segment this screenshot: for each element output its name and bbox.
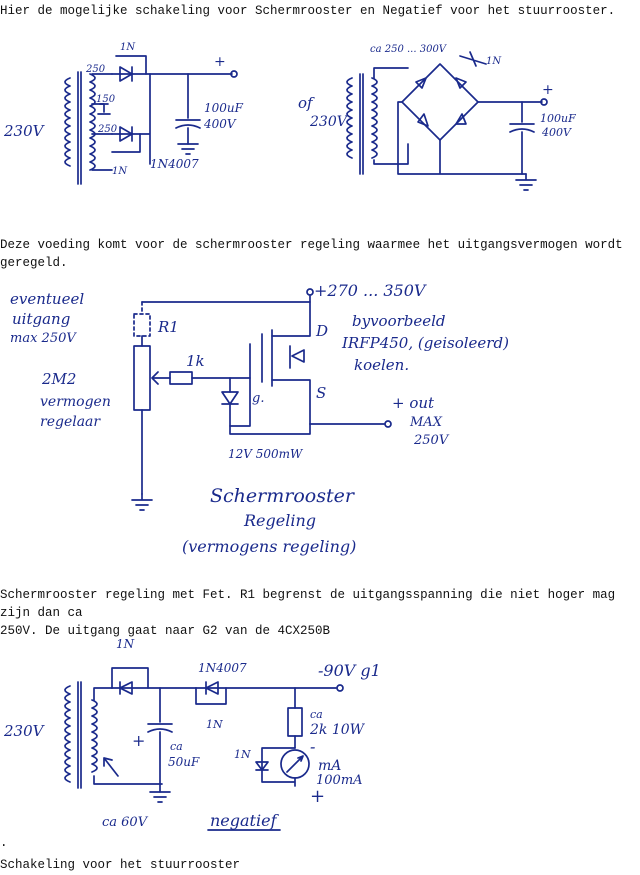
diode-d1: [111, 667, 149, 695]
bridge-diode-label: 1N: [486, 56, 502, 67]
pot-value-label: 2M2: [41, 370, 76, 388]
diode-bottom-label: 1N: [112, 166, 128, 177]
capacitor-voltage-label-2: 400V: [541, 126, 572, 139]
gate-label: g.: [252, 391, 264, 406]
transformer-coils: [64, 71, 96, 185]
supply-voltage-label: +270 ... 350V: [314, 281, 427, 300]
diode-bottom: [111, 126, 141, 153]
mains-voltage-label: 230V: [3, 122, 46, 140]
capacitor-label: 100uF: [204, 101, 244, 115]
capacitor-voltage-label: 400V: [203, 117, 237, 131]
out-voltage-label: 250V: [413, 433, 450, 448]
fet-part-label: IRFP450, (geisoleerd): [341, 334, 509, 352]
title-power-regulation: (vermogens regeling): [182, 537, 356, 556]
sketch-tapped-transformer-supply: 230V 250 150 250 1N 1N 1N4007 + 100uF 40…: [3, 42, 244, 185]
capacitor-label-2: 100uF: [540, 112, 576, 125]
sketch-bridge-rectifier-supply: of 230V ca 250 ... 300V 1N + 100uF 400V: [298, 44, 576, 191]
resistor-1k: [169, 343, 251, 385]
output-voltage-label: -90V g1: [318, 661, 381, 680]
meter-plus-label: +: [310, 786, 325, 807]
diode-d2-label: 1N4007: [198, 661, 247, 675]
for-example-label: byvoorbeeld: [352, 312, 446, 330]
bridge-diodes: [401, 51, 487, 141]
power-label: vermogen: [40, 394, 111, 410]
plus-label-2: +: [542, 82, 554, 98]
capacitor-100uf: [175, 73, 201, 155]
caption-schematic-intro: Hier de mogelijke schakeling voor Scherm…: [0, 4, 616, 18]
milliamp-meter: [255, 747, 310, 787]
negative-title: negatief: [210, 811, 280, 830]
capacitor-plus-label: +: [132, 731, 145, 750]
resistor-1k-label: 1k: [186, 352, 205, 370]
meter-label: mA: [318, 758, 341, 774]
source-label: S: [316, 384, 326, 402]
mosfet: [261, 301, 311, 425]
r1-label: R1: [157, 318, 179, 336]
zener-diode: [221, 377, 311, 435]
capacitor-label-3: 50uF: [168, 755, 200, 769]
meter-diode-label: 1N: [234, 748, 251, 761]
mains-voltage-label-2: 230V: [309, 114, 349, 130]
potentiometer-2m2: [133, 335, 171, 495]
resistor-label: 2k 10W: [309, 722, 366, 738]
diode-top-label: 1N: [120, 42, 136, 53]
mains-voltage-label-3: 230V: [3, 722, 46, 740]
meter-minus-label: -: [310, 737, 315, 756]
out-label: + out: [392, 394, 435, 412]
tap-250b-label: 250: [97, 124, 118, 135]
resistor-r1: [133, 301, 151, 337]
title-regulation: Regeling: [243, 511, 316, 530]
capacitor-50uf: [147, 687, 173, 803]
optional-label: eventueel: [10, 290, 84, 308]
cooling-label: koelen.: [354, 356, 409, 374]
title-screen-grid: Schermrooster: [210, 485, 356, 507]
out-max-label: MAX: [409, 415, 443, 430]
caption-dot: .: [0, 836, 8, 850]
or-label: of: [298, 94, 315, 112]
diode-d2: [195, 681, 227, 705]
tap-250-label: 250: [85, 64, 106, 75]
caption-screen-grid-regulation: Schermrooster regeling met Fet. R1 begre…: [0, 588, 616, 638]
sketch-screen-grid-regulator: +270 ... 350V eventueel uitgang max 250V…: [10, 281, 509, 556]
resistor-2k: [287, 687, 303, 749]
max-output-label: max 250V: [10, 331, 77, 346]
drain-label: D: [315, 322, 328, 340]
regulator-label: regelaar: [40, 414, 101, 430]
sketch-negative-grid-supply: 230V 1N 1N4007 1N -90V g1 ca 2k 10W + ca…: [3, 637, 381, 831]
capacitor-100uf-2: [509, 101, 537, 191]
voltage-range-label: ca 250 ... 300V: [370, 44, 448, 55]
caption-power-supply: Deze voeding komt voor de schermrooster …: [0, 238, 623, 270]
tap-150-label: 150: [96, 94, 116, 105]
diode-part-label: 1N4007: [150, 157, 199, 171]
tap-voltage-label: ca 60V: [102, 815, 149, 830]
diode-d3-label: 1N: [206, 718, 223, 731]
zener-label: 12V 500mW: [228, 447, 304, 461]
meter-range-label: 100mA: [316, 773, 363, 788]
output-label: uitgang: [12, 310, 70, 328]
resistor-approx-label: ca: [310, 708, 323, 721]
transformer-coils-3: [64, 681, 98, 789]
diode-top: [115, 55, 147, 82]
diode-d1-label: 1N: [116, 637, 135, 651]
capacitor-approx-label: ca: [170, 740, 183, 753]
transformer-coils-2: [346, 73, 378, 175]
plus-label: +: [214, 54, 226, 70]
caption-control-grid-circuit: Schakeling voor het stuurrooster: [0, 858, 241, 872]
